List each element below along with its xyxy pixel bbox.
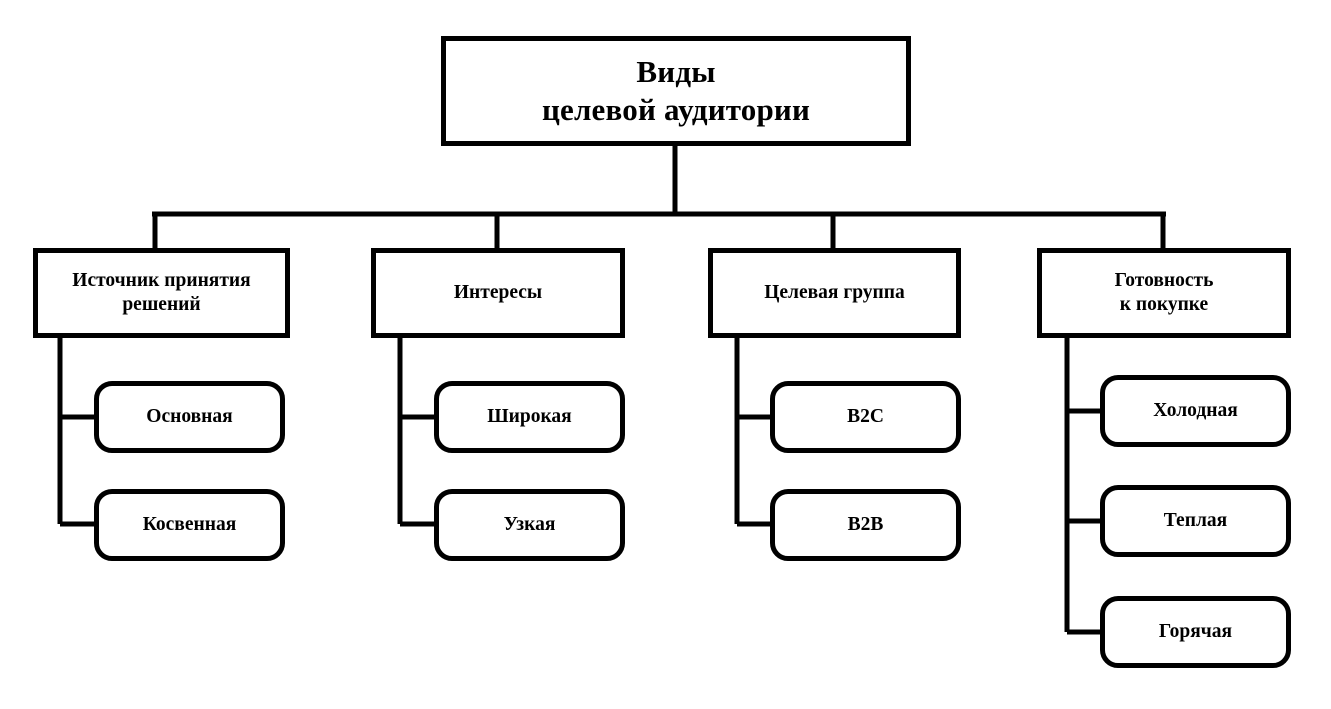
node-branch-4[interactable]: Готовность к покупке <box>1037 248 1291 338</box>
node-leaf-3-1[interactable]: B2C <box>770 381 961 453</box>
node-root[interactable]: Виды целевой аудитории <box>441 36 911 146</box>
node-leaf-2-2[interactable]: Узкая <box>434 489 625 561</box>
node-leaf-2-1[interactable]: Широкая <box>434 381 625 453</box>
node-branch-3[interactable]: Целевая группа <box>708 248 961 338</box>
node-leaf-4-2[interactable]: Теплая <box>1100 485 1291 557</box>
node-leaf-3-2[interactable]: B2B <box>770 489 961 561</box>
node-branch-2[interactable]: Интересы <box>371 248 625 338</box>
node-leaf-4-3[interactable]: Горячая <box>1100 596 1291 668</box>
node-leaf-1-2[interactable]: Косвенная <box>94 489 285 561</box>
node-leaf-1-1[interactable]: Основная <box>94 381 285 453</box>
node-leaf-4-1[interactable]: Холодная <box>1100 375 1291 447</box>
node-branch-1[interactable]: Источник принятия решений <box>33 248 290 338</box>
